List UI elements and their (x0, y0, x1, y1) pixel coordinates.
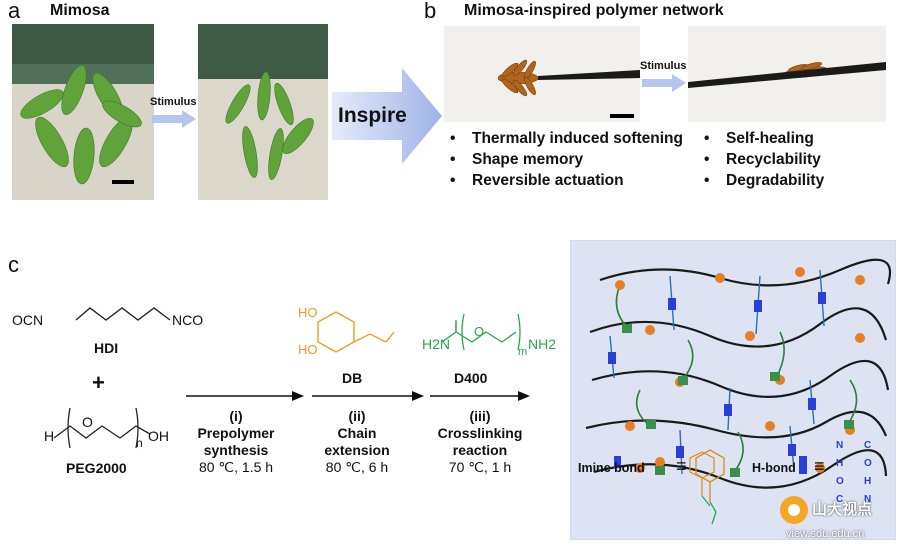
d400-name: D400 (454, 370, 488, 386)
inspire-arrow (332, 68, 442, 164)
step-2: (ii) Chain extension 80 ℃, 6 h (302, 408, 412, 476)
watermark-brand: 山大视点 (812, 501, 873, 518)
panel-b-letter: b (424, 0, 437, 23)
d400-nh2: NH2 (528, 336, 557, 352)
hbond-icon (799, 456, 807, 474)
panel-a-stimulus-label: Stimulus (150, 96, 197, 108)
peg-structure (53, 407, 151, 449)
panel-b-title: Mimosa-inspired polymer network (464, 2, 724, 19)
step-line2: reaction (452, 442, 508, 458)
step-number: (iii) (469, 408, 491, 424)
panel-a-title: Mimosa (50, 2, 110, 19)
db-ho-top: HO (298, 305, 318, 320)
properties-left-list: Thermally induced softening Shape memory… (446, 128, 683, 191)
step-conditions: 80 ℃, 6 h (325, 459, 389, 475)
d400-h2n: H2N (422, 336, 451, 352)
hbond-label: H-bond (752, 461, 796, 475)
panel-a-stimulus-arrow (152, 110, 196, 128)
polymer-network-diagram (570, 240, 896, 540)
property-item: Degradability (700, 170, 824, 191)
hbond-h2: H (864, 476, 872, 487)
hbond-h: H (836, 458, 844, 469)
db-name: DB (342, 370, 363, 386)
mimosa-photo-after (198, 24, 328, 200)
reaction-arrows (186, 391, 530, 401)
inspire-label: Inspire (338, 104, 407, 127)
step-line1: Prepolymer (197, 425, 275, 441)
panel-a-letter: a (8, 0, 21, 23)
hbond-n2: N (864, 494, 872, 505)
imine-bond-label: Imine bond (578, 461, 645, 475)
hbond-c1: C (864, 440, 872, 451)
imine-equiv: ≡ (676, 456, 687, 476)
properties-right-list: Self-healing Recyclability Degradability (700, 128, 824, 191)
db-structure (317, 311, 395, 353)
property-item: Recyclability (700, 149, 824, 170)
hdi-name: HDI (94, 340, 119, 356)
hdi-left-group: OCN (12, 312, 44, 328)
watermark-logo (780, 496, 808, 524)
hbond-equiv: ≡ (814, 456, 825, 476)
hdi-structure (75, 307, 171, 321)
step-conditions: 80 ℃, 1.5 h (198, 459, 274, 475)
polymer-photo-after (688, 26, 886, 122)
imine-bond-icon (655, 457, 665, 475)
step-line1: Chain (337, 425, 377, 441)
peg-name: PEG2000 (66, 460, 127, 476)
peg-o: O (82, 414, 93, 430)
property-item: Thermally induced softening (446, 128, 683, 149)
step-line2: synthesis (203, 442, 269, 458)
property-item: Shape memory (446, 149, 683, 170)
step-conditions: 70 ℃, 1 h (448, 459, 512, 475)
step-1: (i) Prepolymer synthesis 80 ℃, 1.5 h (176, 408, 296, 476)
property-item: Self-healing (700, 128, 824, 149)
peg-oh: OH (148, 428, 169, 444)
hbond-o2: O (836, 476, 844, 487)
panel-b-stimulus-label: Stimulus (640, 60, 687, 72)
property-item: Reversible actuation (446, 170, 683, 191)
watermark-url: view.sdu.edu.cn (786, 528, 865, 540)
mimosa-photo-before (12, 24, 154, 200)
d400-structure (441, 313, 521, 351)
panel-c-letter: c (8, 252, 19, 277)
hbond-o1: O (864, 458, 872, 469)
step-line1: Crosslinking (437, 425, 523, 441)
plus-sign: + (92, 370, 105, 395)
step-number: (ii) (348, 408, 366, 424)
db-ho-bottom: HO (298, 342, 318, 357)
hbond-n1: N (836, 440, 844, 451)
panel-b-stimulus-arrow (642, 74, 686, 92)
d400-m: m (518, 346, 528, 358)
step-number: (i) (229, 408, 243, 424)
hdi-right-group: NCO (172, 312, 204, 328)
step-3: (iii) Crosslinking reaction 70 ℃, 1 h (420, 408, 540, 476)
step-line2: extension (324, 442, 390, 458)
d400-o: O (474, 324, 485, 339)
polymer-photo-before (444, 26, 640, 122)
imine-molecule (695, 449, 725, 525)
peg-n: n (136, 436, 143, 450)
hbond-c2: C (836, 494, 844, 505)
peg-h: H (44, 428, 55, 444)
